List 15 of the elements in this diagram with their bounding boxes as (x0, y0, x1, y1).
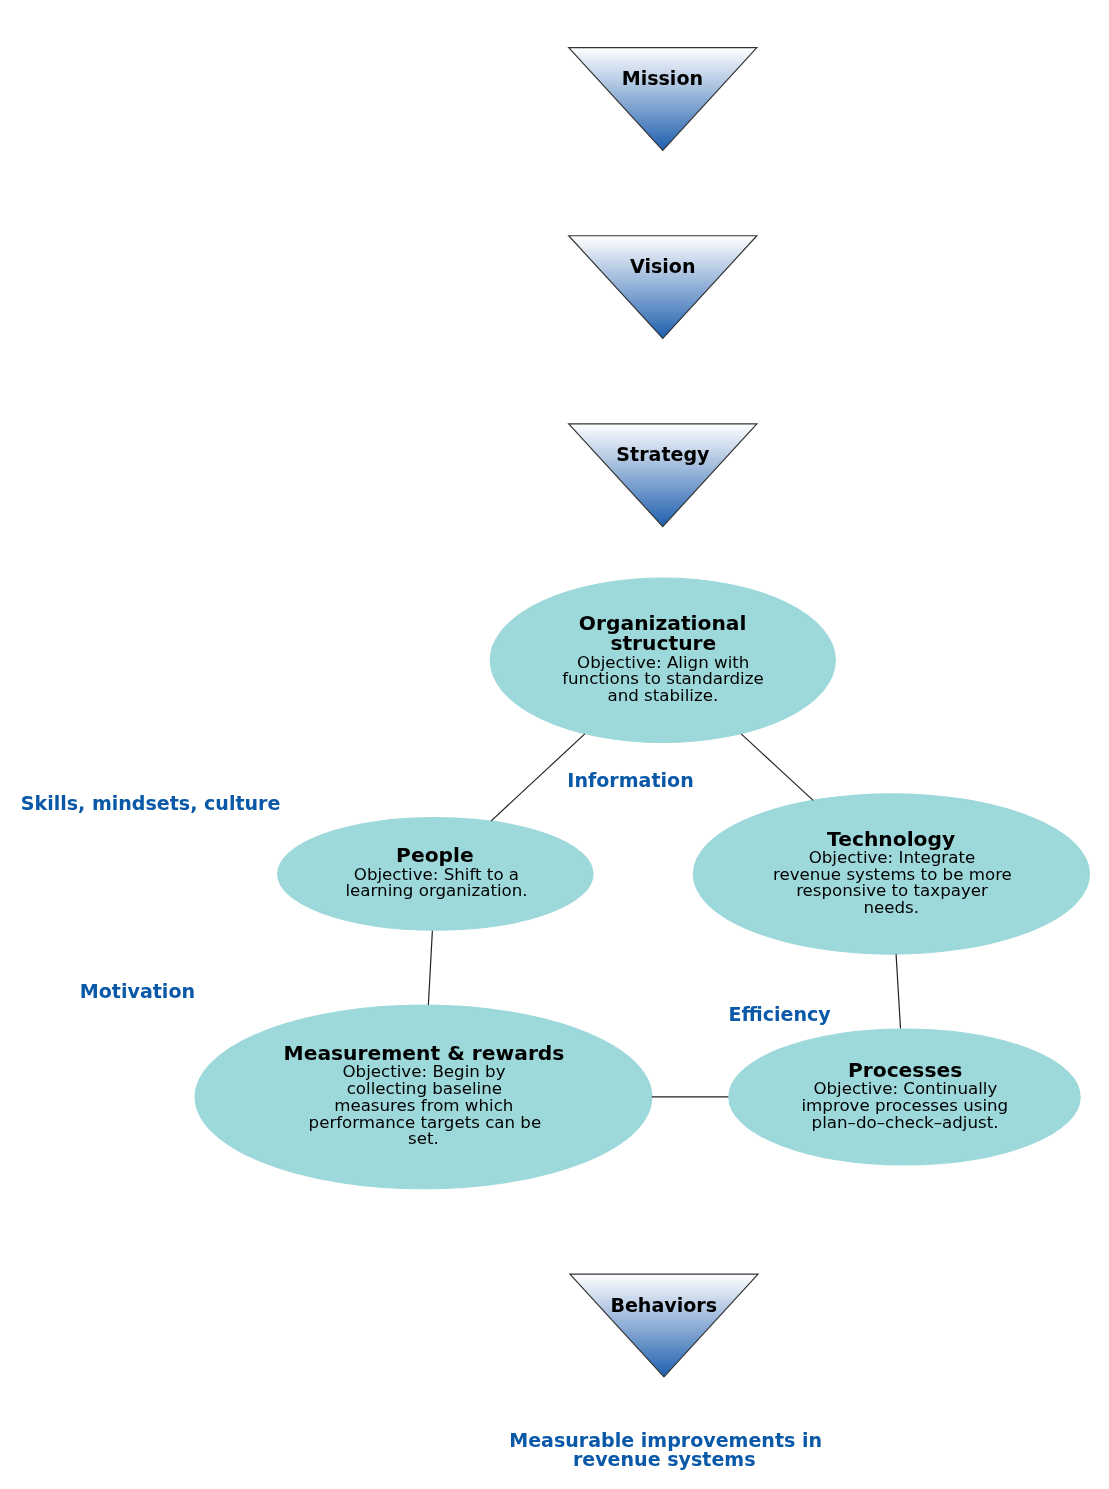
node-ellipse: Measurement & rewards Objective: Begin by collecting baseline measures from which performance targets can be set. (194, 1004, 652, 1190)
node-label: Motivation (79, 979, 195, 1002)
connector (895, 953, 901, 1030)
node-ellipse: Processes Objective: Continually improve processes using plan–do–check–adjust. (727, 1028, 1081, 1166)
node-ellipse: People Objective: Shift to a learning organization. (276, 817, 594, 931)
node-ellipse: Technology Objective: Integrate revenue systems to be more responsive to taxpayer needs. (692, 793, 1090, 955)
node-label: Skills, mindsets, culture (20, 792, 280, 815)
node-label: Efficiency (728, 1003, 831, 1026)
connector (650, 1096, 729, 1098)
node-label: Information (566, 768, 694, 791)
connector (427, 930, 433, 1006)
connector (489, 733, 585, 822)
node-ellipse: Organizational structure Objective: Align with functions to standardize and stabilize. (489, 577, 836, 744)
connector (740, 733, 814, 802)
label: Measurable improvements in revenue systems (508, 1428, 822, 1470)
